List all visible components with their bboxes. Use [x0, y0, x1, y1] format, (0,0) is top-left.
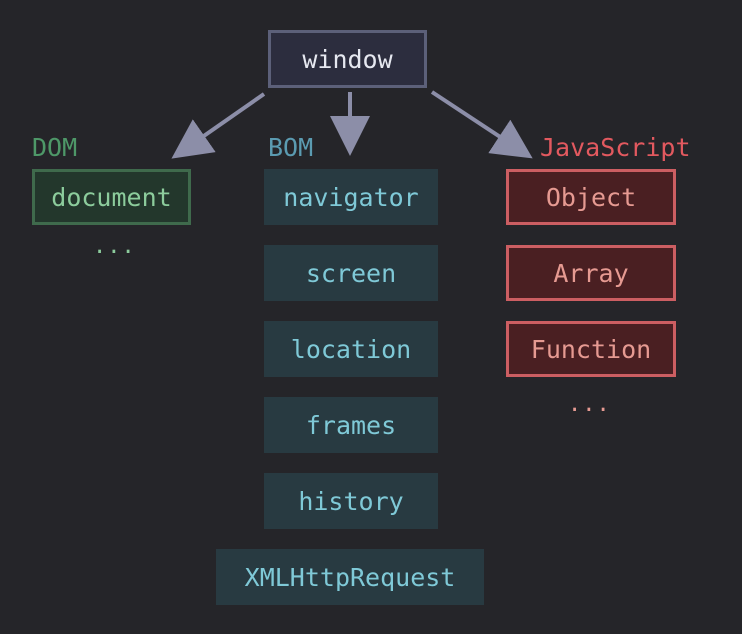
bom-node-location: location [264, 321, 438, 377]
bom-node-frames: frames [264, 397, 438, 453]
bom-node-screen: screen [264, 245, 438, 301]
window-label: window [302, 44, 393, 74]
bom-node-history: history [264, 473, 438, 529]
window-node: window [268, 30, 427, 88]
dom-more-ellipsis: ... [93, 234, 136, 259]
javascript-group-title: JavaScript [540, 133, 691, 162]
js-node-array: Array [506, 245, 676, 301]
js-node-label: Object [545, 182, 637, 212]
js-node-function: Function [506, 321, 676, 377]
bom-node-xmlhttprequest: XMLHttpRequest [216, 549, 484, 605]
bom-node-label: XMLHttpRequest [244, 562, 456, 592]
dom-node-label: document [51, 182, 172, 212]
js-more-ellipsis: ... [568, 392, 611, 417]
bom-node-label: screen [305, 258, 397, 288]
js-node-label: Array [553, 258, 629, 288]
dom-node-document: document [32, 169, 191, 225]
bom-group-title: BOM [268, 133, 314, 162]
bom-node-label: location [290, 334, 412, 364]
arrow-to-dom [171, 92, 266, 159]
dom-group-title: DOM [32, 133, 78, 162]
bom-node-navigator: navigator [264, 169, 438, 225]
bom-node-label: frames [305, 410, 397, 440]
js-node-object: Object [506, 169, 676, 225]
arrow-to-javascript [430, 90, 533, 159]
bom-node-label: history [298, 486, 404, 516]
js-node-label: Function [530, 334, 652, 364]
bom-node-label: navigator [283, 182, 419, 212]
